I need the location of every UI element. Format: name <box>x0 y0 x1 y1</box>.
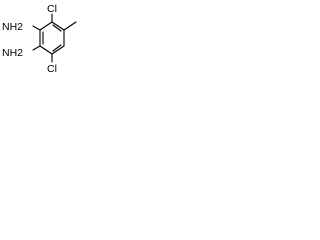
ring-bond-bottom-right <box>51 45 65 55</box>
bond-to-methyl <box>63 21 77 31</box>
upper-amine-label: NH2 <box>2 21 23 33</box>
ring-bond-bottom-left <box>39 45 53 55</box>
top-chlorine-label: Cl <box>47 3 57 15</box>
lower-amine-label: NH2 <box>2 47 23 59</box>
lower-chlorine-label: Cl <box>47 63 57 75</box>
ring-bond-top-right <box>51 21 65 31</box>
ring-bond-top-left <box>39 21 53 31</box>
bond-to-upper-amine <box>32 25 41 31</box>
ring-double-bond-top-right <box>52 24 62 32</box>
bond-to-lower-amine <box>32 45 41 51</box>
ring-double-bond-bottom-right <box>52 44 62 52</box>
molecule-structure-diagram: Cl NH2 NH2 Cl <box>2 3 77 75</box>
